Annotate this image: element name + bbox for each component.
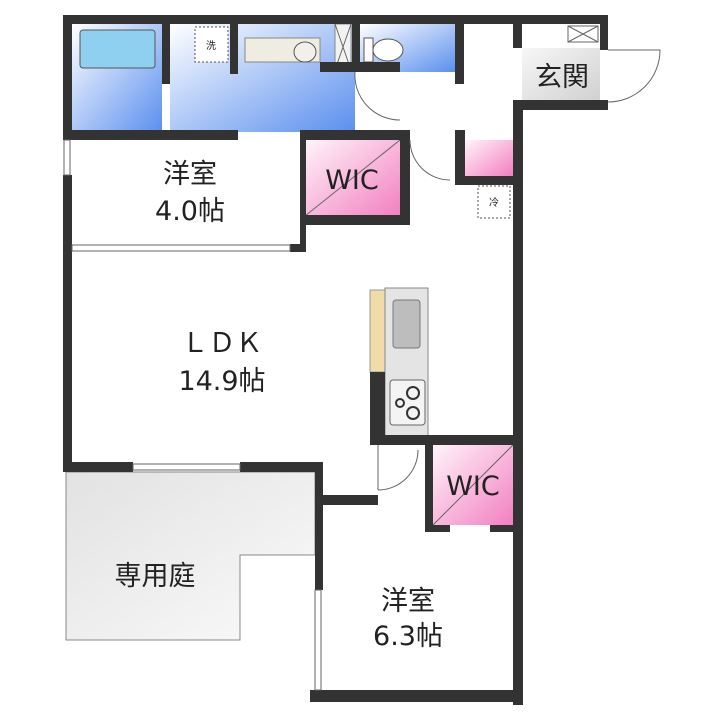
fridge-label: 冷 [489, 196, 499, 209]
walls [63, 15, 608, 705]
bedroom-1-size: 4.0帖 [155, 196, 225, 227]
hall-closet [465, 140, 513, 176]
stove-icon [389, 379, 426, 426]
bathtub [79, 29, 156, 69]
wic-2-diagonal [432, 444, 514, 526]
fridge-space [477, 185, 511, 219]
bedroom-2-name: 洋室 [381, 586, 435, 617]
toilet-door[interactable] [354, 71, 401, 121]
bedroom-2-size: 6.3帖 [373, 621, 443, 652]
windows [63, 139, 322, 691]
ldk-name: ＬＤＫ [182, 328, 263, 359]
toilet-icon [363, 37, 404, 63]
entrance-floor [522, 48, 600, 102]
wic-1-diagonal [304, 139, 401, 217]
bedroom-door[interactable] [377, 445, 419, 491]
washer-label: 洗 [206, 40, 216, 52]
ldk-size: 14.9帖 [178, 366, 265, 397]
shoe-box-cross-icon [567, 25, 599, 43]
private-garden [65, 471, 316, 641]
garden-label: 専用庭 [115, 561, 196, 592]
wic-1-label: WIC [325, 165, 379, 196]
bedroom-1-name: 洋室 [163, 159, 217, 190]
kitchen-sink-icon [392, 299, 421, 349]
washer-space [194, 26, 229, 63]
entrance-door[interactable] [607, 49, 661, 103]
sink-icon [293, 41, 317, 63]
wic-2-label: WIC [446, 471, 500, 502]
kitchen-shelf [369, 289, 386, 373]
entrance-label: 玄関 [535, 62, 589, 93]
hall-door[interactable] [409, 139, 451, 181]
